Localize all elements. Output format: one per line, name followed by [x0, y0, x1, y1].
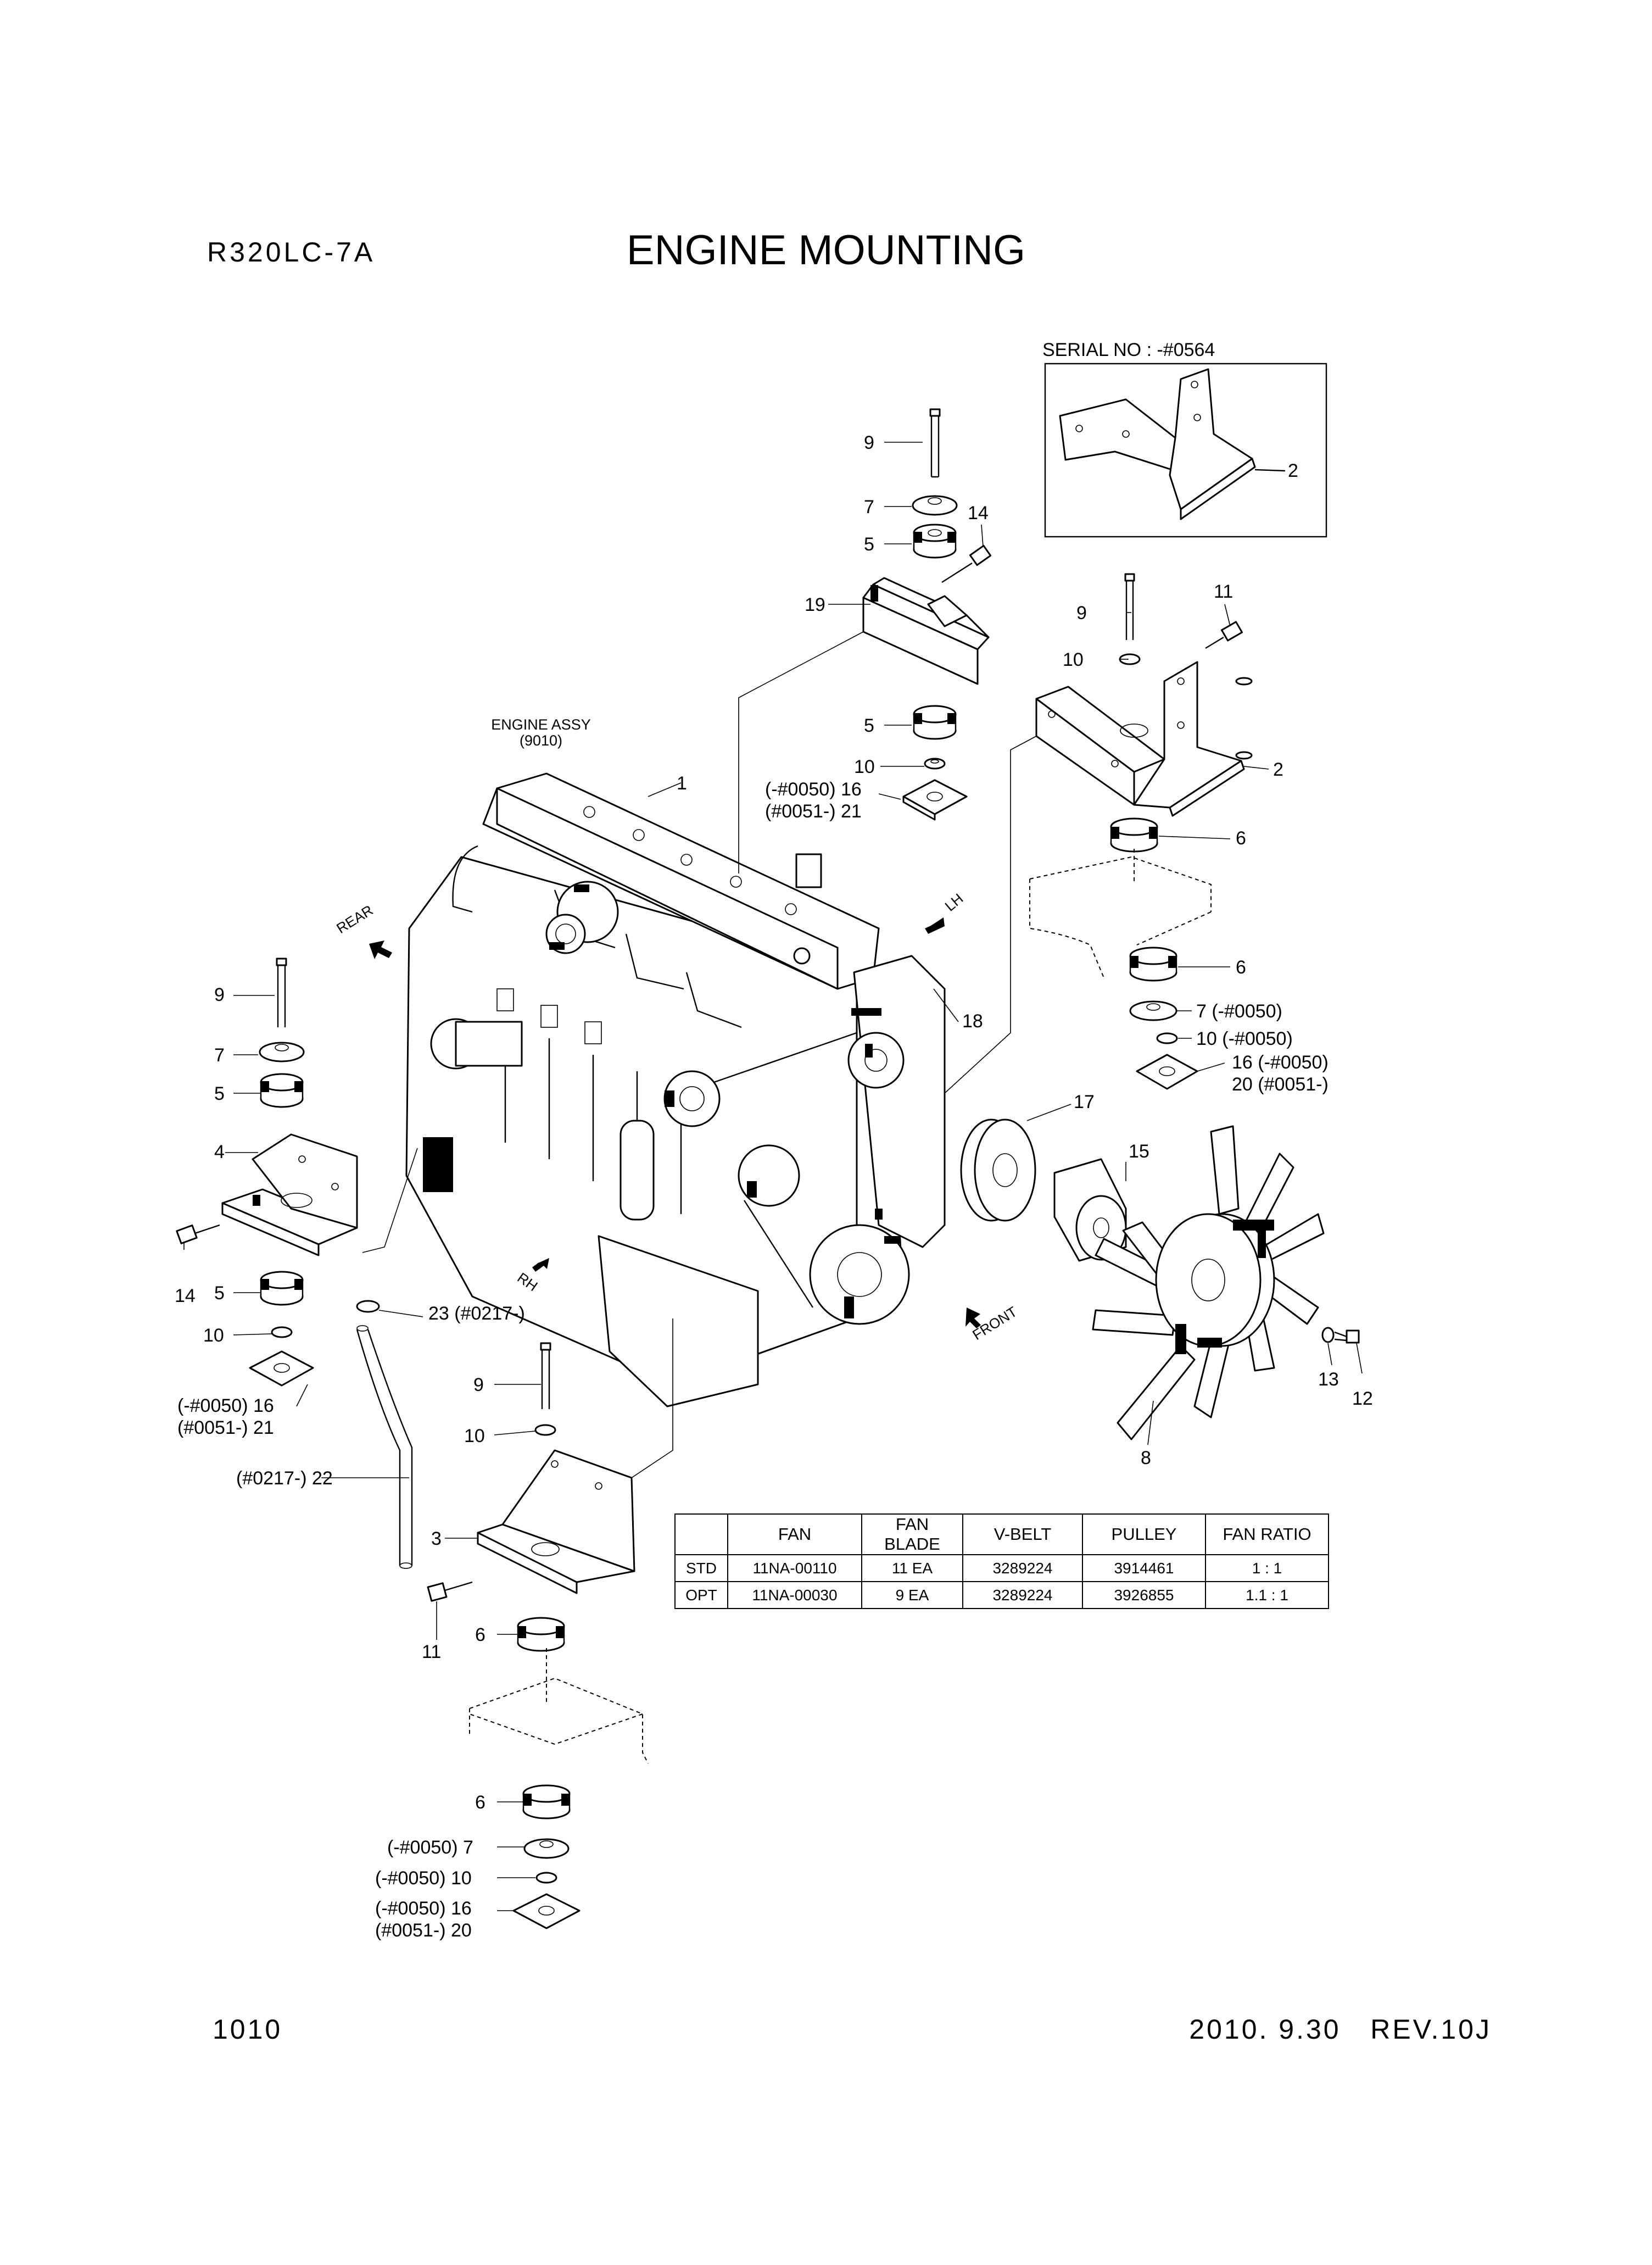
callout-21: (#0051-) 21 [177, 1417, 274, 1438]
callout-18: 18 [962, 1011, 983, 1032]
callout-3: 3 [431, 1528, 442, 1549]
callout-9: 9 [864, 432, 874, 453]
drain-hose [356, 1300, 413, 1569]
page-title: ENGINE MOUNTING [626, 227, 1026, 274]
callout-5: 5 [864, 715, 874, 736]
table-header-cell: FAN [727, 1513, 862, 1555]
table-cell: 3914461 [1082, 1554, 1206, 1582]
table-header-cell: FAN BLADE [861, 1513, 963, 1555]
engine-assy-label: ENGINE ASSY [491, 716, 591, 733]
bottom-mount-stack [427, 1342, 649, 1929]
callout-2-inset: 2 [1288, 460, 1298, 481]
callout-9: 9 [473, 1374, 484, 1395]
rear-label: REAR [333, 901, 376, 937]
callouts: 9 7 14 5 19 5 10 (-#0050) 16 (#0051-) 21… [175, 432, 1373, 1941]
table-cell: 11 EA [861, 1554, 963, 1582]
callout-16: (-#0050) 16 [375, 1898, 472, 1919]
callout-14: 14 [175, 1285, 196, 1306]
inset-frame [1044, 363, 1327, 538]
callout-17: 17 [1074, 1092, 1095, 1112]
callout-20: (#0051-) 20 [375, 1920, 472, 1941]
callout-10: 10 [464, 1426, 485, 1446]
callout-6: 6 [1236, 828, 1246, 849]
page-number: 1010 [213, 2014, 283, 2045]
top-mount-stack [862, 408, 992, 821]
callout-23: 23 (#0217-) [428, 1303, 525, 1324]
callout-4: 4 [214, 1142, 225, 1162]
engine-assembly: ENGINE ASSY (9010) [405, 716, 946, 1407]
table-cell: 1 : 1 [1205, 1554, 1329, 1582]
front-arrow-icon [965, 1307, 981, 1328]
callout-10: (-#0050) 10 [375, 1868, 472, 1889]
callout-16: (-#0050) 16 [177, 1395, 274, 1416]
callout-11: 11 [422, 1641, 441, 1662]
table-cell: 11NA-00030 [727, 1581, 862, 1609]
table-header-cell: FAN RATIO [1205, 1513, 1329, 1555]
callout-5: 5 [864, 534, 874, 555]
rear-mount-stack [176, 958, 358, 1387]
callout-13: 13 [1318, 1369, 1339, 1390]
table-header-cell [674, 1513, 728, 1555]
callout-7: (-#0050) 7 [387, 1837, 473, 1858]
table-cell: 11NA-00110 [727, 1554, 862, 1582]
callout-1: 1 [677, 773, 687, 794]
callout-6: 6 [475, 1792, 485, 1813]
callout-10: 10 [203, 1325, 224, 1346]
leader-lines [183, 442, 1363, 1911]
table-row: OPT 11NA-00030 9 EA 3289224 3926855 1.1 … [674, 1581, 1329, 1609]
callout-6: 6 [1236, 957, 1246, 978]
inset-bracket [1059, 368, 1256, 520]
callout-22: (#0217-) 22 [236, 1468, 333, 1489]
callout-16: (-#0050) 16 [765, 779, 862, 800]
lh-label: LH [942, 890, 967, 914]
callout-2: 2 [1273, 759, 1283, 780]
table-header-cell: V-BELT [962, 1513, 1083, 1555]
rh-arrow-icon [532, 1258, 549, 1272]
rear-arrow-icon [369, 940, 392, 959]
inset-serial-label: SERIAL NO : -#0564 [1042, 340, 1215, 360]
callout-7: 7 [214, 1045, 225, 1066]
callout-8: 8 [1141, 1448, 1151, 1468]
callout-9: 9 [214, 984, 225, 1005]
callout-14: 14 [968, 503, 989, 524]
table-cell: 3289224 [962, 1554, 1083, 1582]
callout-9: 9 [1076, 603, 1087, 624]
callout-21: (#0051-) 21 [765, 801, 862, 822]
table-cell: 9 EA [861, 1581, 963, 1609]
fan-spec-table: FAN FAN BLADE V-BELT PULLEY FAN RATIO ST… [674, 1513, 1329, 1609]
callout-7: 7 (-#0050) [1196, 1001, 1282, 1022]
table-header-cell: PULLEY [1082, 1513, 1206, 1555]
revision-date: 2010. 9.30 REV.10J [1189, 2014, 1492, 2045]
model-code: R320LC-7A [207, 237, 376, 268]
callout-10: 10 [854, 756, 875, 777]
callout-5: 5 [214, 1083, 225, 1104]
table-row: STD 11NA-00110 11 EA 3289224 3914461 1 :… [674, 1554, 1329, 1582]
callout-10: 10 [1063, 649, 1084, 670]
callout-6: 6 [475, 1624, 485, 1645]
engine-assy-code: (9010) [520, 732, 562, 749]
callout-7: 7 [864, 497, 874, 517]
callout-12: 12 [1352, 1388, 1373, 1409]
fan-assembly [960, 1118, 1360, 1440]
callout-11: 11 [1214, 581, 1233, 602]
callout-10: 10 (-#0050) [1196, 1028, 1293, 1049]
front-mount-stack [1029, 573, 1253, 1090]
callout-15: 15 [1129, 1141, 1149, 1162]
table-cell: 3926855 [1082, 1581, 1206, 1609]
lh-arrow-icon [925, 917, 945, 934]
serial-inset: SERIAL NO : -#0564 2 [1042, 340, 1327, 538]
callout-16: 16 (-#0050) [1232, 1052, 1329, 1073]
table-header-row: FAN FAN BLADE V-BELT PULLEY FAN RATIO [674, 1513, 1329, 1555]
callout-19: 19 [805, 594, 825, 615]
table-cell: STD [674, 1554, 728, 1582]
table-cell: OPT [674, 1581, 728, 1609]
table-cell: 1.1 : 1 [1205, 1581, 1329, 1609]
table-cell: 3289224 [962, 1581, 1083, 1609]
callout-5: 5 [214, 1283, 225, 1304]
callout-20: 20 (#0051-) [1232, 1074, 1329, 1095]
